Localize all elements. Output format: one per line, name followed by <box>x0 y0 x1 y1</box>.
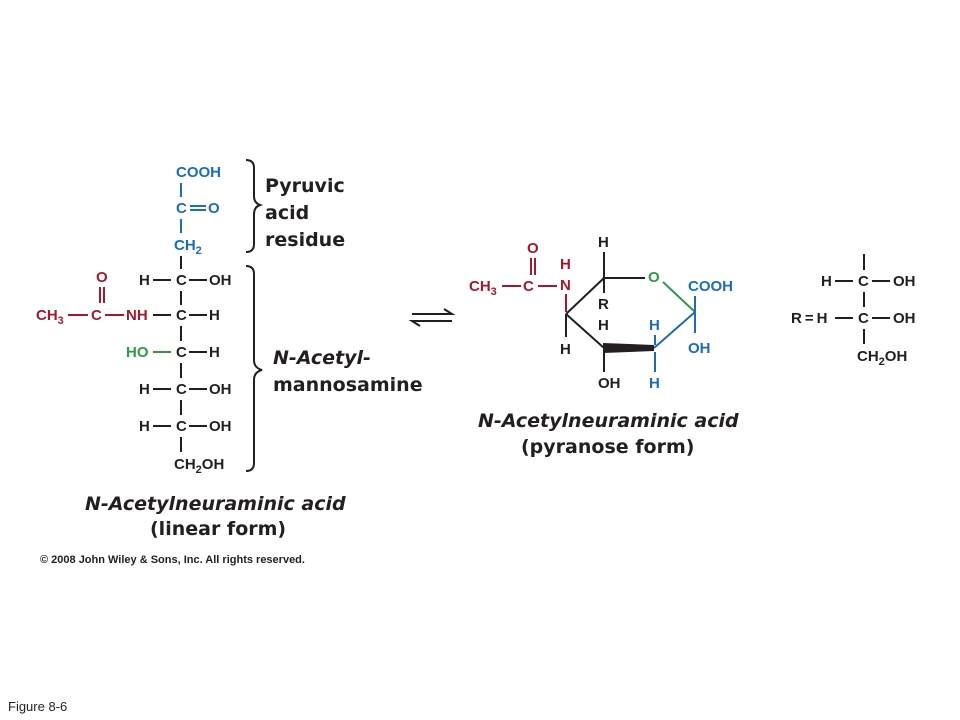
carbon-label: C <box>176 307 187 324</box>
acetyl-o: O <box>527 240 539 257</box>
figure-label: Figure 8-6 <box>8 699 67 714</box>
linear-form-structure: COOH C O CH2 H C OH O CH3 C NH C H HO C <box>36 164 232 476</box>
mannosamine-label: N-Acetyl- mannosamine <box>273 347 423 396</box>
r-group-structure: H C OH R = H C OH CH2OH <box>791 254 916 368</box>
pyruvic-line-3: residue <box>265 229 345 251</box>
h-left: H <box>560 341 571 358</box>
oh-bottom: OH <box>598 375 621 392</box>
acetyl-o: O <box>96 269 108 286</box>
carbon-label: C <box>176 418 187 435</box>
ring-oxygen: O <box>648 269 660 286</box>
linear-caption-title: N-Acetylneuraminic acid <box>85 493 346 515</box>
ch3-label: CH3 <box>469 278 497 298</box>
ring-bond-blue <box>653 311 696 349</box>
carbon-label: C <box>176 344 187 361</box>
nh-label: NH <box>126 307 148 324</box>
mannosamine-brace <box>245 265 263 472</box>
ch2oh-label: CH2OH <box>174 456 224 476</box>
oh-label: OH <box>893 273 916 290</box>
h-blue-bottom: H <box>649 375 660 392</box>
oh-label: OH <box>209 418 232 435</box>
oh-right: OH <box>688 340 711 357</box>
n-label: N <box>560 277 571 294</box>
h-blue-mid: H <box>649 317 660 334</box>
ho-label: HO <box>126 344 149 361</box>
linear-caption-subtitle: (linear form) <box>150 518 286 540</box>
equilibrium-arrows <box>408 308 456 327</box>
ring-bond <box>565 313 605 349</box>
h-label: H <box>209 344 220 361</box>
h-mid: H <box>598 317 609 334</box>
ch2-label: CH2 <box>174 237 202 257</box>
ch2oh-label: CH2OH <box>857 348 907 368</box>
pyruvic-brace <box>245 159 264 253</box>
nh-h-label: H <box>560 256 571 273</box>
mannosamine-line-2: mannosamine <box>273 374 423 396</box>
pyruvic-line-1: Pyruvic <box>265 175 345 197</box>
ch3-label: CH3 <box>36 307 64 327</box>
pyranose-caption: N-Acetylneuraminic acid (pyranose form) <box>478 410 739 458</box>
pyranose-caption-subtitle: (pyranose form) <box>521 436 694 458</box>
mannosamine-line-1: N-Acetyl- <box>273 347 371 369</box>
cooh-label: COOH <box>176 164 221 181</box>
carbon-label: C <box>858 273 869 290</box>
r-label: R <box>598 296 609 313</box>
ring-bond-bold <box>603 343 654 353</box>
cooh-label: COOH <box>688 278 733 295</box>
carbon-label: C <box>858 310 869 327</box>
acetyl-c: C <box>91 307 102 324</box>
forward-arrow <box>412 308 456 315</box>
reverse-arrow <box>408 320 452 327</box>
h-label: H <box>209 307 220 324</box>
carbonyl-o: O <box>208 200 220 217</box>
pyranose-structure: O CH3 C H N O H R H H OH H H <box>469 234 733 392</box>
acetyl-c: C <box>523 278 534 295</box>
carbon-label: C <box>176 381 187 398</box>
pyruvic-line-2: acid <box>265 202 309 224</box>
linear-caption: N-Acetylneuraminic acid (linear form) <box>85 493 346 540</box>
h-label: H <box>821 273 832 290</box>
oh-label: OH <box>209 381 232 398</box>
copyright-notice: © 2008 John Wiley & Sons, Inc. All right… <box>40 554 305 566</box>
carbon-label: C <box>176 272 187 289</box>
ring-bond-green <box>662 281 696 313</box>
h-top: H <box>598 234 609 251</box>
oh-label: OH <box>209 272 232 289</box>
pyranose-caption-title: N-Acetylneuraminic acid <box>478 410 739 432</box>
oh-label: OH <box>893 310 916 327</box>
pyruvic-label: Pyruvic acid residue <box>265 175 345 251</box>
h-label: H <box>139 418 150 435</box>
h-label: H <box>139 381 150 398</box>
h-label: H <box>139 272 150 289</box>
carbonyl-c: C <box>176 200 187 217</box>
r-equals-h: R = H <box>791 310 827 327</box>
ring-bond <box>565 277 605 315</box>
